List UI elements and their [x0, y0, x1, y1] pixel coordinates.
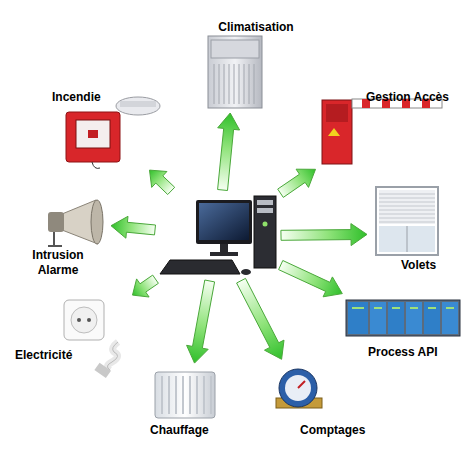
monitor-screen [199, 203, 249, 240]
tower-led [263, 222, 268, 227]
device-node: Intrusion Alarme [28, 198, 108, 280]
flow-arrow [187, 280, 215, 363]
plc-leds [352, 307, 454, 309]
access-barrier [322, 99, 442, 164]
bulb-base [94, 363, 111, 378]
call-point-key [92, 162, 100, 168]
meter-dial [285, 375, 311, 401]
device-label: Gestion Accès [366, 90, 458, 105]
flow-arrow [133, 275, 159, 297]
plc-module [348, 302, 368, 334]
shutter-slats [379, 194, 435, 222]
socket-pin [87, 318, 91, 322]
device-node: Volets [370, 182, 448, 274]
radiator-fins [162, 376, 211, 414]
tower-drive [257, 208, 273, 213]
call-point-button [88, 130, 98, 138]
water-meter [276, 369, 322, 408]
meter-dial-ring [279, 369, 317, 407]
bulb-tube-edge [107, 342, 118, 370]
device-node: Electricité [12, 296, 130, 378]
flow-arrow [281, 224, 367, 246]
monitor-foot [210, 252, 238, 256]
ac-body [208, 36, 262, 108]
device-node: Chauffage [146, 366, 218, 438]
ac-unit [208, 36, 262, 108]
device-label: Comptages [300, 423, 370, 438]
shutter [379, 190, 435, 224]
barrier-post [322, 100, 352, 164]
flow-arrow [278, 169, 316, 197]
flow-arrow [218, 113, 240, 191]
call-point [66, 112, 120, 162]
smoke-detector-band [120, 101, 156, 107]
ac-grille [214, 64, 254, 104]
device-label: Chauffage [150, 423, 216, 438]
plc-module [406, 302, 422, 334]
socket-bulb [64, 300, 118, 378]
tower [254, 196, 276, 268]
flow-arrow [237, 278, 284, 359]
shutter-window [376, 187, 438, 255]
smoke-detector [116, 97, 160, 115]
computer-node [158, 193, 278, 278]
device-node: Gestion Accès [318, 88, 458, 170]
flow-arrow [279, 261, 343, 297]
device-node: Comptages [270, 362, 370, 438]
flow-arrow [111, 216, 156, 238]
siren-bracket [48, 232, 62, 246]
plc-rack [346, 300, 460, 336]
plc-module [424, 302, 440, 334]
call-point-window [76, 120, 110, 148]
fire-alarm [66, 97, 160, 168]
device-node: Incendie [48, 88, 166, 168]
device-label: Incendie [52, 90, 112, 105]
barrier-warning [328, 128, 340, 136]
radiator [155, 372, 215, 418]
radiator-body [155, 372, 215, 418]
device-node: Climatisation [200, 18, 312, 110]
mouse [241, 269, 251, 275]
plc-module [442, 302, 458, 334]
bulb-tube [107, 342, 118, 370]
socket-well [71, 307, 97, 333]
socket-plate [64, 300, 104, 340]
plc-module [388, 302, 404, 334]
computer [160, 196, 276, 275]
plc-module [370, 302, 386, 334]
device-label: Volets [401, 258, 447, 273]
window-mullion [407, 226, 408, 252]
device-label: Electricité [15, 348, 85, 363]
window-glass [379, 226, 435, 252]
monitor-frame [196, 200, 252, 244]
device-node: Process API [345, 292, 469, 360]
device-label: Intrusion Alarme [28, 248, 88, 278]
device-label: Process API [368, 345, 468, 360]
siren-mouth [91, 200, 103, 244]
flow-arrow [150, 170, 175, 194]
window-frame [376, 187, 438, 255]
monitor-neck [220, 244, 228, 252]
keyboard [160, 260, 240, 274]
ac-fan [211, 40, 259, 58]
plc-rail [346, 300, 460, 336]
siren-driver [48, 212, 64, 232]
device-label: Climatisation [200, 20, 312, 35]
tower-drive [257, 200, 273, 205]
socket-pin [77, 318, 81, 322]
siren [48, 200, 103, 246]
barrier-head [326, 104, 348, 122]
meter-needle [298, 381, 305, 388]
